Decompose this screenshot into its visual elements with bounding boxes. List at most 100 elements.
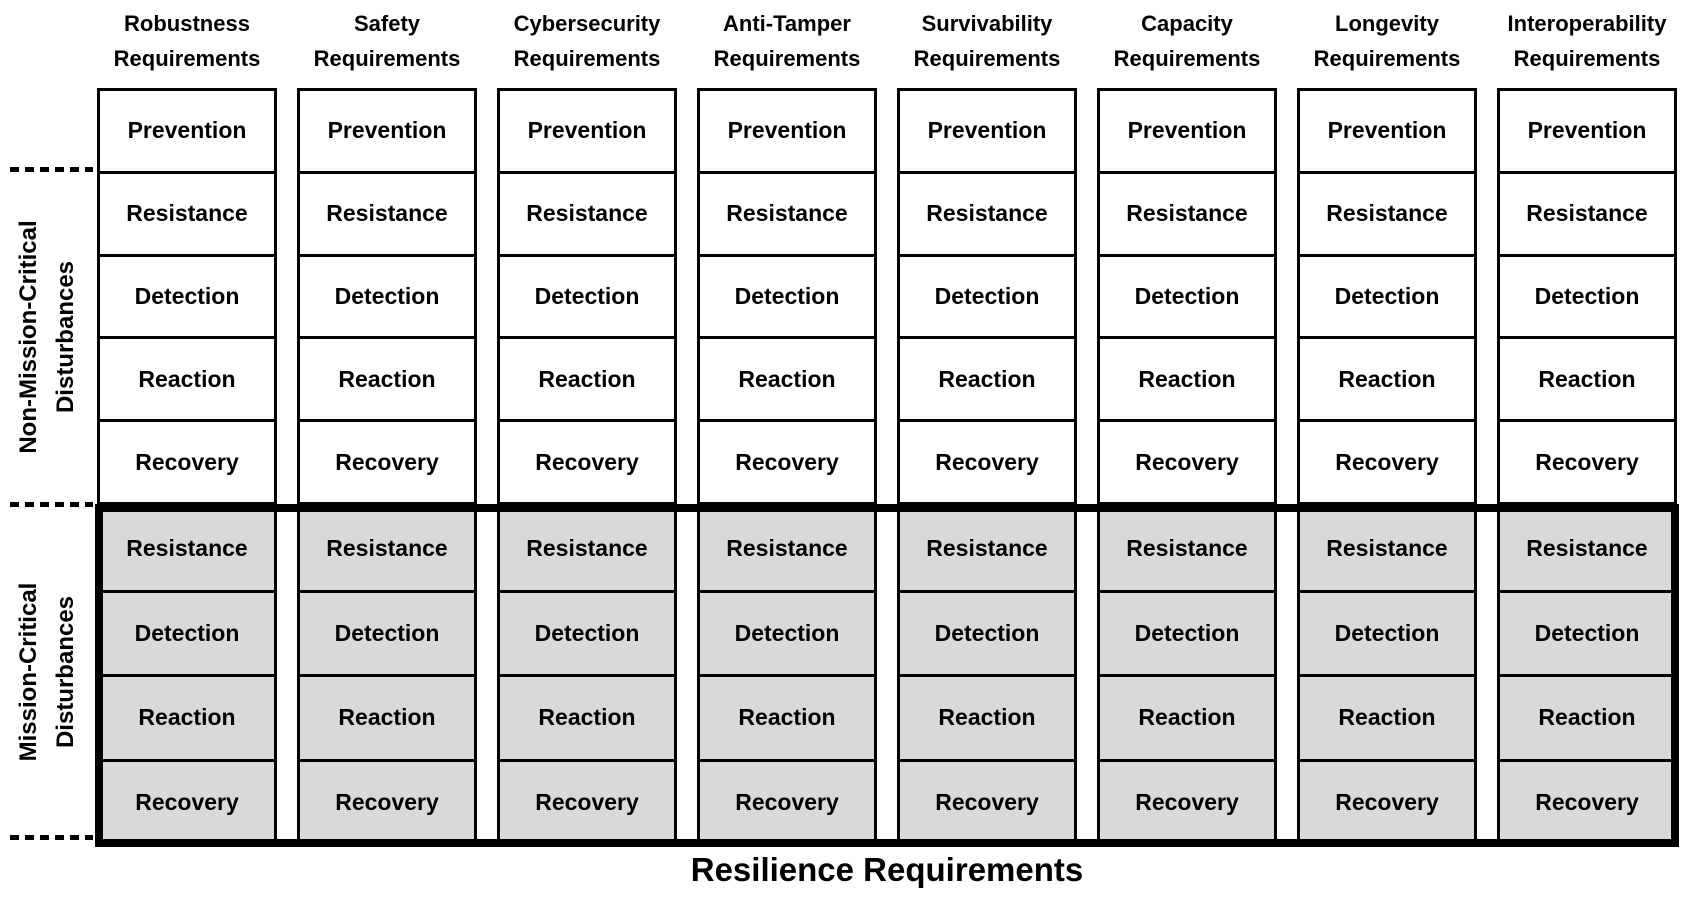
cell-reaction: Reaction (1300, 339, 1474, 423)
section-divider-dashed-bottom (10, 835, 93, 840)
cell-detection: Detection (300, 592, 474, 677)
cell-recovery: Recovery (1100, 761, 1274, 846)
side-label-line: Disturbances (52, 595, 79, 749)
cell-recovery: Recovery (1335, 448, 1439, 475)
cell-resistance: Resistance (500, 174, 674, 257)
cell-detection: Detection (1300, 592, 1474, 677)
header-line: Requirements (1113, 46, 1261, 71)
cell-detection: Detection (700, 592, 874, 677)
cell-reaction: Reaction (100, 339, 274, 423)
side-label-line: Mission-Critical (15, 582, 42, 762)
cell-resistance: Resistance (500, 505, 674, 593)
robustness-noncritical-column: Prevention Resistance Detection Reaction… (97, 88, 277, 505)
cell-recovery: Recovery (1500, 761, 1674, 846)
mission-critical-label: Mission-Critical Disturbances (10, 502, 86, 842)
cell-resistance: Resistance (300, 174, 474, 257)
cell-resistance: Resistance (300, 505, 474, 593)
cell-detection: Detection (100, 257, 274, 340)
cell-reaction: Reaction (700, 339, 874, 423)
header-line: Requirements (113, 46, 261, 71)
interoperability-critical-column: Resistance Detection Reaction Recovery (1497, 505, 1677, 846)
cell-reaction: Reaction (1300, 677, 1474, 762)
cell-recovery: Recovery (1535, 448, 1639, 475)
cell-recovery: Recovery (500, 761, 674, 846)
cell-prevention: Prevention (300, 91, 474, 174)
cybersecurity-noncritical-column: Prevention Resistance Detection Reaction… (497, 88, 677, 505)
header-line: Anti-Tamper (723, 11, 851, 36)
longevity-critical-column: Resistance Detection Reaction Recovery (1297, 505, 1477, 846)
cell-recovery: Recovery (135, 448, 239, 475)
cell-resistance: Resistance (100, 174, 274, 257)
mission-critical-section: Resistance Detection Reaction Recovery R… (97, 505, 1677, 846)
cell-recovery: Recovery (700, 761, 874, 846)
cell-detection: Detection (1500, 257, 1674, 340)
cell-reaction: Reaction (700, 677, 874, 762)
safety-noncritical-column: Prevention Resistance Detection Reaction… (297, 88, 477, 505)
survivability-critical-column: Resistance Detection Reaction Recovery (897, 505, 1077, 846)
cell-reaction: Reaction (500, 339, 674, 423)
cell-recovery: Recovery (300, 761, 474, 846)
header-line: Requirements (913, 46, 1061, 71)
robustness-critical-column: Resistance Detection Reaction Recovery (97, 505, 277, 846)
longevity-noncritical-column: Prevention Resistance Detection Reaction… (1297, 88, 1477, 505)
section-divider-dashed-top (10, 167, 93, 172)
diagram-title: Resilience Requirements (690, 851, 1084, 888)
non-mission-critical-section: Prevention Resistance Detection Reaction… (97, 88, 1677, 505)
cell-resistance: Resistance (900, 174, 1074, 257)
cell-recovery: Recovery (1300, 761, 1474, 846)
cell-reaction: Reaction (100, 677, 274, 762)
header-line: Survivability (921, 11, 1053, 36)
header-line: Requirements (1313, 46, 1461, 71)
cell-reaction: Reaction (300, 339, 474, 423)
cell-prevention: Prevention (900, 91, 1074, 174)
cell-reaction: Reaction (1500, 339, 1674, 423)
cell-resistance: Resistance (1100, 174, 1274, 257)
safety-critical-column: Resistance Detection Reaction Recovery (297, 505, 477, 846)
cell-prevention: Prevention (700, 91, 874, 174)
cell-prevention: Prevention (100, 91, 274, 174)
cell-detection: Detection (1100, 257, 1274, 340)
cell-recovery: Recovery (935, 448, 1039, 475)
cell-detection: Detection (1300, 257, 1474, 340)
side-label-line: Non-Mission-Critical (15, 220, 42, 454)
cell-prevention: Prevention (500, 91, 674, 174)
cell-recovery: Recovery (100, 761, 274, 846)
cell-reaction: Reaction (1100, 339, 1274, 423)
cell-recovery: Recovery (900, 761, 1074, 846)
cell-detection: Detection (500, 592, 674, 677)
cell-detection: Detection (1100, 592, 1274, 677)
header-line: Requirements (1513, 46, 1661, 71)
interoperability-noncritical-column: Prevention Resistance Detection Reaction… (1497, 88, 1677, 505)
cell-prevention: Prevention (1100, 91, 1274, 174)
capacity-critical-column: Resistance Detection Reaction Recovery (1097, 505, 1277, 846)
side-label-line: Disturbances (52, 260, 79, 414)
cell-reaction: Reaction (1100, 677, 1274, 762)
cell-recovery: Recovery (1135, 448, 1239, 475)
cell-resistance: Resistance (900, 505, 1074, 593)
cell-recovery: Recovery (735, 448, 839, 475)
header-line: Capacity (1141, 11, 1233, 36)
cell-resistance: Resistance (1500, 174, 1674, 257)
cell-detection: Detection (500, 257, 674, 340)
cell-detection: Detection (100, 592, 274, 677)
cell-detection: Detection (900, 257, 1074, 340)
cell-reaction: Reaction (900, 339, 1074, 423)
cell-resistance: Resistance (1300, 505, 1474, 593)
cell-recovery: Recovery (535, 448, 639, 475)
cell-resistance: Resistance (1500, 505, 1674, 593)
cell-recovery: Recovery (335, 448, 439, 475)
header-line: Robustness (124, 11, 250, 36)
anti-tamper-critical-column: Resistance Detection Reaction Recovery (697, 505, 877, 846)
cell-detection: Detection (300, 257, 474, 340)
section-divider-dashed-middle (10, 502, 93, 507)
cell-reaction: Reaction (300, 677, 474, 762)
